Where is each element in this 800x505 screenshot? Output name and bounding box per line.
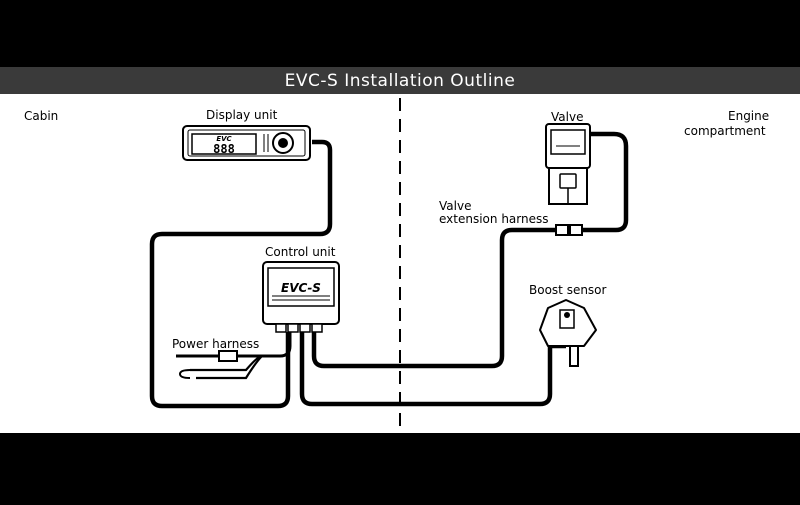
display-unit: EVC 888 bbox=[182, 125, 311, 161]
cabin-label: Cabin bbox=[24, 109, 59, 123]
display-logo-text: EVC bbox=[216, 135, 232, 143]
power-harness-fuse bbox=[218, 350, 238, 362]
control-logo-text: EVC-S bbox=[281, 281, 321, 295]
installation-diagram: EVC 888 EVC-S bbox=[149, 98, 629, 433]
power-harness-terminal bbox=[178, 369, 191, 379]
boost-sensor-cable bbox=[299, 332, 566, 407]
valve-harness-cable bbox=[582, 131, 629, 233]
diagram-title: EVC-S Installation Outline bbox=[0, 67, 800, 94]
valve bbox=[545, 123, 591, 205]
power-harness-label: Power harness bbox=[172, 337, 260, 351]
boost-sensor bbox=[539, 299, 597, 367]
valve-cable bbox=[311, 227, 556, 369]
control-unit: EVC-S bbox=[262, 261, 340, 333]
valve-harness-connector bbox=[555, 224, 583, 236]
boost-sensor-label: Boost sensor bbox=[529, 283, 607, 297]
valve-harness-label-line2: extension harness bbox=[439, 212, 549, 226]
display-cable bbox=[149, 139, 333, 409]
valve-label: Valve bbox=[551, 110, 584, 124]
control-unit-label: Control unit bbox=[265, 245, 336, 259]
engine-compartment-label-line1: Engine bbox=[728, 109, 770, 123]
engine-compartment-label-line2: compartment bbox=[684, 124, 766, 138]
display-digits-text: 888 bbox=[213, 142, 235, 156]
power-harness-cable bbox=[176, 332, 292, 358]
display-unit-label: Display unit bbox=[206, 108, 278, 122]
diagram-panel: EVC 888 EVC-S bbox=[0, 94, 800, 433]
power-harness-leads bbox=[190, 354, 263, 380]
valve-harness-label-line1: Valve bbox=[439, 199, 472, 213]
